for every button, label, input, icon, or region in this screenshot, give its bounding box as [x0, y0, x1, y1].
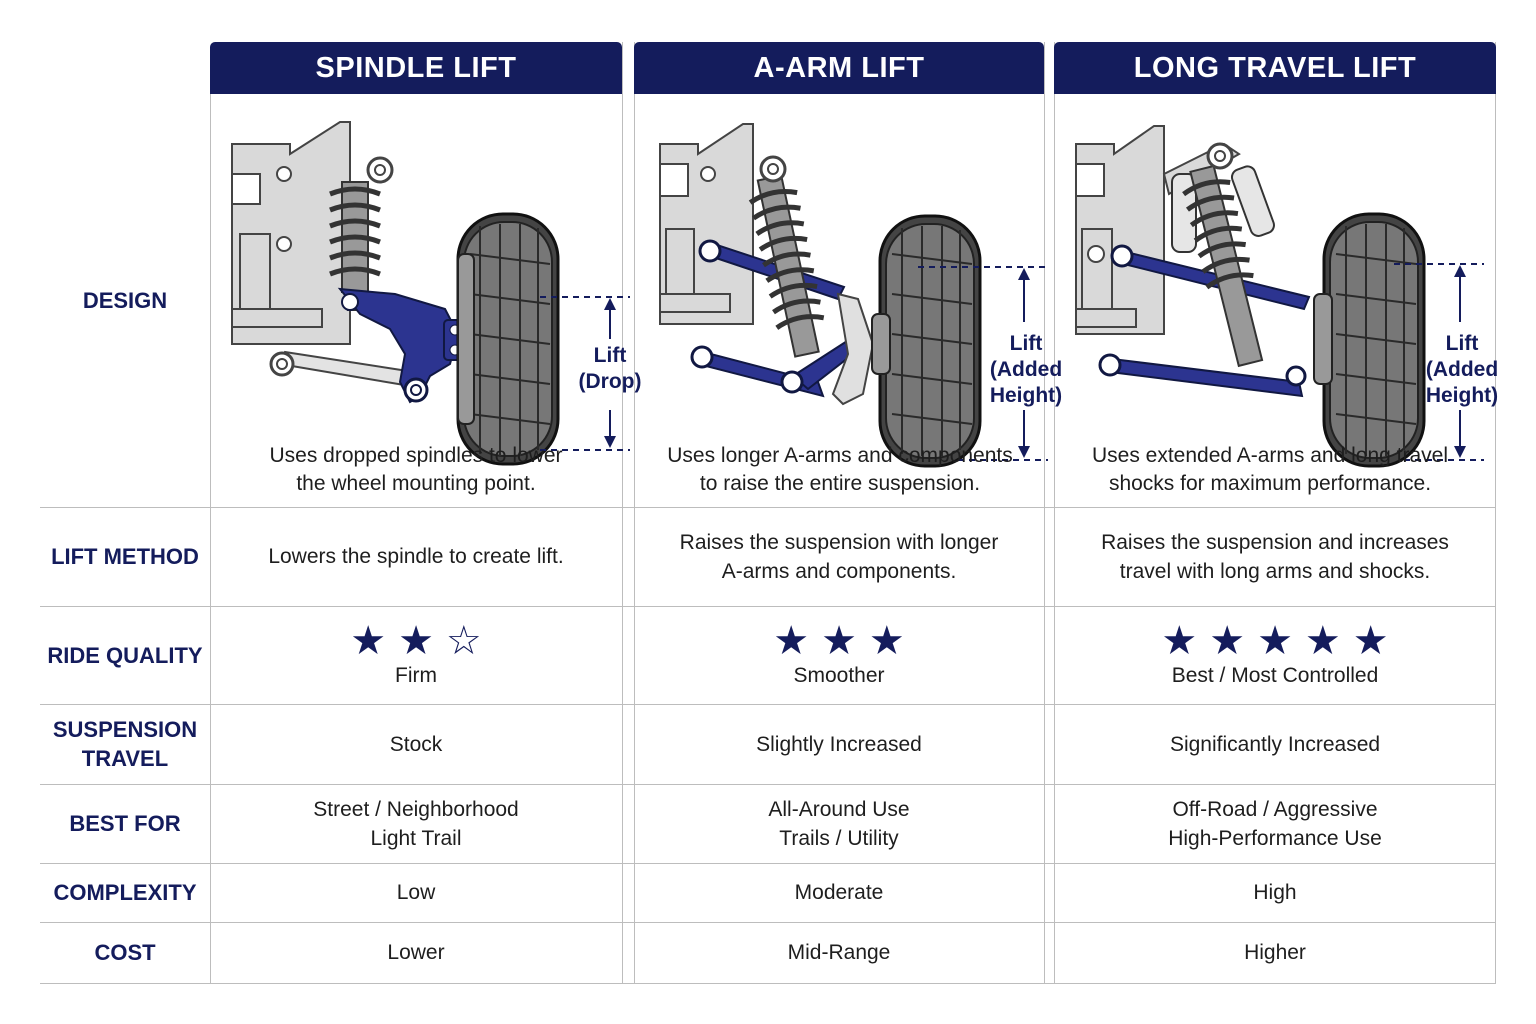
column-divider	[622, 42, 623, 984]
lift-label-line-2: (Added	[990, 358, 1062, 381]
filled-star-icon: ★	[1257, 618, 1293, 663]
filled-star-icon: ★	[773, 618, 810, 663]
row-label-lift-method: LIFT METHOD	[51, 544, 199, 569]
best-for-long-travel: Off-Road / Aggressive High-Performance U…	[1168, 797, 1382, 850]
best-for-a-arm: All-Around Use Trails / Utility	[768, 797, 910, 850]
empty-star-icon: ☆	[445, 618, 482, 663]
column-divider	[634, 42, 635, 984]
lift-method-spindle: Lowers the spindle to create lift.	[268, 545, 564, 568]
filled-star-icon: ★	[868, 618, 905, 663]
complexity-a-arm: Moderate	[794, 881, 884, 904]
row-label-ride-quality: RIDE QUALITY	[47, 642, 203, 668]
ride-quality-text: Firm	[395, 663, 437, 687]
column-divider	[1044, 42, 1045, 984]
design-description-spindle: Uses dropped spindles to lower the wheel…	[269, 444, 563, 495]
lift-label-line-1: Lift	[1446, 332, 1479, 355]
lift-label-line-3: Height)	[1426, 384, 1498, 407]
ride-quality-text: Best / Most Controlled	[1171, 663, 1379, 687]
design-description-a-arm: Uses longer A-arms and components to rai…	[667, 444, 1013, 495]
row-divider	[40, 922, 1496, 923]
filled-star-icon: ★	[1352, 618, 1389, 663]
row-label-design: DESIGN	[82, 288, 168, 313]
row-label-cost: COST	[94, 940, 156, 965]
ride-quality-long-travel: ★★★★★ Best / Most Controlled	[1054, 606, 1496, 704]
filled-star-icon: ★	[350, 618, 387, 663]
spindle-lift-illustration: Lift (Drop)	[231, 121, 641, 466]
design-description-long-travel: Uses extended A-arms and long travel sho…	[1091, 444, 1449, 495]
lift-method-a-arm: Raises the suspension with longer A-arms…	[679, 530, 999, 583]
suspension-travel-spindle: Stock	[389, 732, 443, 756]
suspension-travel-long-travel: Significantly Increased	[1169, 732, 1381, 756]
star-rating: ★★★★★	[1161, 621, 1388, 661]
row-divider	[40, 507, 1496, 508]
column-divider	[210, 94, 211, 984]
best-for-spindle: Street / Neighborhood Light Trail	[313, 797, 519, 850]
ride-quality-spindle: ★★☆ Firm	[210, 606, 622, 704]
row-divider	[40, 704, 1496, 705]
row-divider	[40, 606, 1496, 607]
column-divider	[1054, 42, 1055, 984]
ride-quality-a-arm: ★★★ Smoother	[634, 606, 1044, 704]
ride-quality-text: Smoother	[793, 663, 885, 687]
row-divider	[40, 983, 1496, 984]
row-label-suspension-travel: SUSPENSION TRAVEL	[52, 717, 198, 771]
star-rating: ★★☆	[350, 621, 482, 661]
lift-label-line-3: Height)	[990, 384, 1062, 407]
complexity-long-travel: High	[1253, 881, 1297, 904]
lift-method-long-travel: Raises the suspension and increases trav…	[1101, 530, 1449, 583]
filled-star-icon: ★	[821, 618, 857, 663]
complexity-spindle: Low	[396, 881, 436, 904]
cost-long-travel: Higher	[1244, 941, 1306, 964]
column-header-a-arm-lift: A-ARM LIFT	[634, 42, 1044, 94]
column-header-long-travel-lift: LONG TRAVEL LIFT	[1054, 42, 1496, 94]
filled-star-icon: ★	[1304, 618, 1341, 663]
lift-label-line-1: Lift	[1010, 332, 1043, 355]
lift-label-line-2: (Added	[1426, 358, 1498, 381]
row-divider	[40, 863, 1496, 864]
cost-spindle: Lower	[387, 941, 445, 964]
row-label-best-for: BEST FOR	[69, 811, 181, 836]
a-arm-lift-illustration: Lift (Added Height)	[659, 123, 1062, 468]
column-divider	[1495, 42, 1496, 984]
lift-label-line-2: (Drop)	[579, 370, 642, 393]
column-header-spindle-lift: SPINDLE LIFT	[210, 42, 622, 94]
row-label-complexity: COMPLEXITY	[53, 880, 197, 905]
long-travel-lift-illustration: Lift (Added Height)	[1075, 125, 1498, 468]
row-divider	[40, 784, 1496, 785]
filled-star-icon: ★	[1209, 618, 1246, 663]
star-rating: ★★★	[773, 621, 905, 661]
suspension-travel-a-arm: Slightly Increased	[756, 732, 922, 756]
filled-star-icon: ★	[398, 618, 434, 663]
lift-label-line-1: Lift	[594, 344, 627, 367]
filled-star-icon: ★	[1161, 618, 1198, 663]
comparison-table: SPINDLE LIFT A-ARM LIFT LONG TRAVEL LIFT…	[40, 42, 1498, 984]
cost-a-arm: Mid-Range	[787, 941, 891, 964]
